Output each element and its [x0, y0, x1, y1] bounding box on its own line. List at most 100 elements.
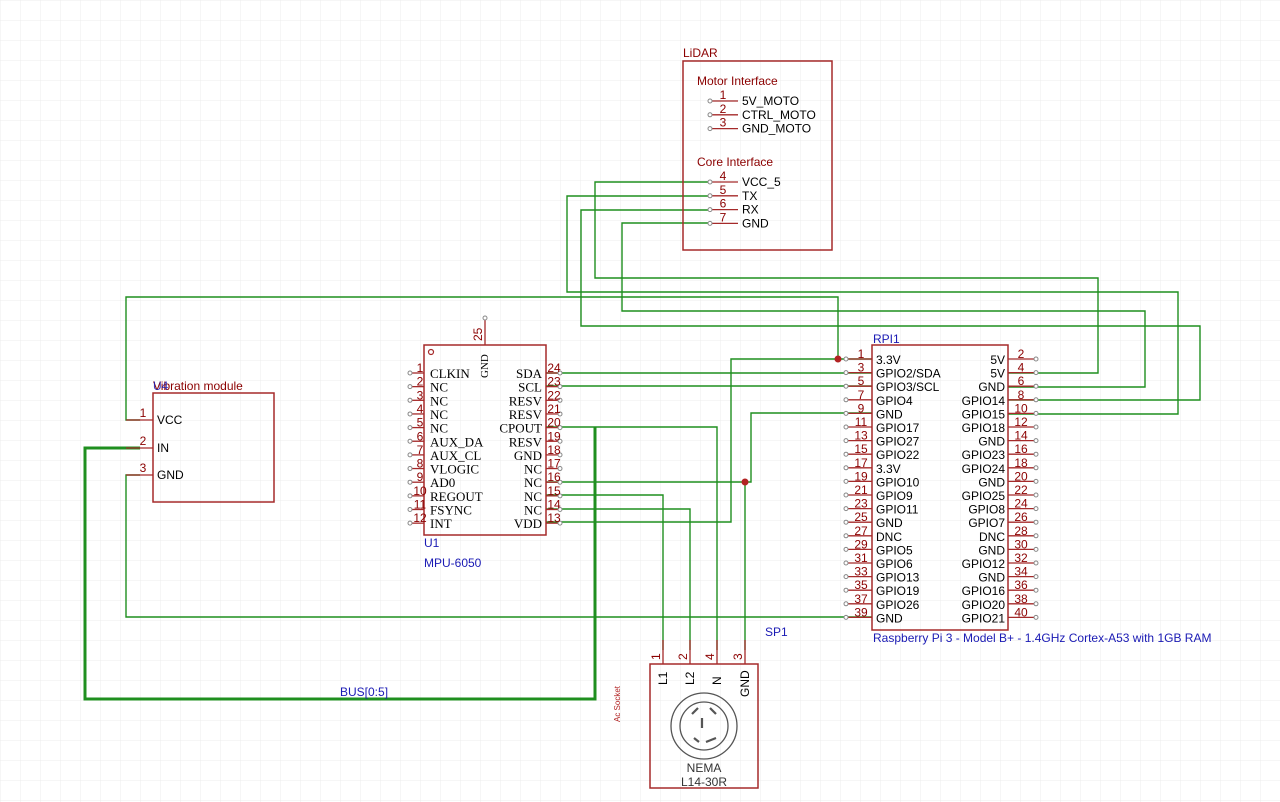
rpi-right-pin-end[interactable]	[1033, 519, 1039, 525]
rpi-left-pin-end[interactable]	[843, 438, 849, 444]
mpu-left-pin-end[interactable]	[407, 425, 413, 431]
mpu-right-pin-name: RESV	[509, 407, 543, 422]
rpi-left-pin-end[interactable]	[843, 424, 849, 430]
mpu-right-pin-end[interactable]	[557, 493, 563, 499]
mpu-right-pin-end[interactable]	[557, 452, 563, 458]
mpu-right-pin-end[interactable]	[557, 397, 563, 403]
lidar-pin-end[interactable]	[707, 179, 713, 185]
mpu-left-pin-name: NC	[430, 380, 448, 395]
rpi-left-pin-number: 5	[858, 374, 865, 388]
mpu-right-pin-end[interactable]	[557, 425, 563, 431]
rpi-left-pin-end[interactable]	[843, 370, 849, 376]
mpu-left-pin-end[interactable]	[407, 411, 413, 417]
rpi-right-pin-end[interactable]	[1033, 383, 1039, 389]
rpi-right-pin-end[interactable]	[1033, 574, 1039, 580]
rpi-left-pin-end[interactable]	[843, 451, 849, 457]
rpi-right-pin-end[interactable]	[1033, 424, 1039, 430]
mpu-left-pin-end[interactable]	[407, 438, 413, 444]
rpi-left-pin-end[interactable]	[843, 587, 849, 593]
rpi-right-pin-end[interactable]	[1033, 438, 1039, 444]
mpu-right-pin-name: RESV	[509, 434, 543, 449]
mpu-left-pin-end[interactable]	[407, 466, 413, 472]
rpi-left-pin-end[interactable]	[843, 601, 849, 607]
mpu-left-pin-end[interactable]	[407, 479, 413, 485]
rpi-left-pin-end[interactable]	[843, 397, 849, 403]
lidar-pin-name: 5V_MOTO	[742, 94, 799, 108]
rpi-right-pin-end[interactable]	[1033, 370, 1039, 376]
rpi-right-pin-end[interactable]	[1033, 356, 1039, 362]
vibration-title: Vibration module	[153, 379, 243, 393]
mpu-right-pin-end[interactable]	[557, 411, 563, 417]
wire-lidar-tx[interactable]	[566, 195, 1179, 415]
mpu-pin25-end	[482, 315, 488, 321]
rpi-right-pin-name: GND	[978, 475, 1005, 489]
wire-vdd[interactable]	[546, 358, 838, 523]
mpu-right-pin-end[interactable]	[557, 370, 563, 376]
lidar-motor-title: Motor Interface	[697, 74, 778, 88]
bus-line[interactable]	[83, 427, 597, 701]
lidar-body	[682, 60, 833, 251]
rpi-right-pin-end[interactable]	[1033, 506, 1039, 512]
rpi-right-pin-end[interactable]	[1033, 465, 1039, 471]
wire-cpout[interactable]	[546, 426, 718, 650]
rpi-right-pin-end[interactable]	[1033, 492, 1039, 498]
mpu-left-pin-end[interactable]	[407, 370, 413, 376]
rpi-left-pin-end[interactable]	[843, 519, 849, 525]
mpu-right-pin-end[interactable]	[557, 520, 563, 526]
wire-lidar-rx[interactable]	[580, 209, 1201, 401]
rpi-right-pin-end[interactable]	[1033, 410, 1039, 416]
mpu-right-pin-end[interactable]	[557, 479, 563, 485]
rpi-component[interactable]: RPI1 Raspberry Pi 3 - Model B+ - 1.4GHz …	[843, 332, 1211, 645]
rpi-right-pin-end[interactable]	[1033, 614, 1039, 620]
mpu-left-pin-end[interactable]	[407, 397, 413, 403]
mpu-right-pin-end[interactable]	[557, 384, 563, 390]
rpi-right-pin-end[interactable]	[1033, 397, 1039, 403]
mpu-right-pin-end[interactable]	[557, 507, 563, 512]
wire-lidar-vcc[interactable]	[594, 181, 1099, 374]
rpi-left-pin-end[interactable]	[843, 465, 849, 471]
lidar-pin-end[interactable]	[707, 98, 713, 104]
rpi-part: Raspberry Pi 3 - Model B+ - 1.4GHz Corte…	[873, 631, 1211, 645]
rpi-left-pin-end[interactable]	[843, 506, 849, 512]
mpu-left-pin-end[interactable]	[407, 520, 413, 526]
mpu-left-pin-end[interactable]	[407, 384, 413, 390]
rpi-left-pin-end[interactable]	[843, 356, 849, 362]
lidar-pin-end[interactable]	[707, 112, 713, 118]
rpi-right-pin-end[interactable]	[1033, 560, 1039, 566]
rpi-right-pin-end[interactable]	[1033, 546, 1039, 552]
rpi-left-pin-end[interactable]	[843, 574, 849, 580]
mpu-right-pin-end[interactable]	[557, 466, 563, 472]
mpu-left-pin-name: FSYNC	[430, 503, 472, 518]
rpi-right-pin-end[interactable]	[1033, 601, 1039, 607]
wire-nc15[interactable]	[546, 494, 664, 650]
lidar-pin-end[interactable]	[707, 220, 713, 226]
rpi-left-pin-end[interactable]	[843, 478, 849, 484]
rpi-left-pin-end[interactable]	[843, 546, 849, 552]
rpi-left-pin-end[interactable]	[843, 492, 849, 498]
mpu-left-pin-end[interactable]	[407, 493, 413, 499]
rpi-right-pin-end[interactable]	[1033, 451, 1039, 457]
lidar-pin-end[interactable]	[707, 207, 713, 213]
rpi-left-pin-end[interactable]	[843, 383, 849, 389]
mpu-left-pin-end[interactable]	[407, 507, 413, 512]
rpi-right-pin-end[interactable]	[1033, 533, 1039, 539]
lidar-pin-end[interactable]	[707, 126, 713, 132]
lidar-pin-name: GND	[742, 216, 769, 230]
wire-rpi-gnd9[interactable]	[744, 412, 872, 650]
mpu-right-pin-end[interactable]	[557, 438, 563, 444]
lidar-pin-end[interactable]	[707, 193, 713, 199]
rpi-left-pin-end[interactable]	[843, 410, 849, 416]
rpi-left-pin-end[interactable]	[843, 560, 849, 566]
rpi-left-pin-end[interactable]	[843, 614, 849, 620]
rpi-right-pin-end[interactable]	[1033, 478, 1039, 484]
rpi-right-pin-end[interactable]	[1033, 587, 1039, 593]
mpu-left-pin-end[interactable]	[407, 452, 413, 458]
rpi-left-pin-end[interactable]	[843, 533, 849, 539]
bus-label: BUS[0:5]	[340, 685, 388, 699]
wire-lidar-gnd[interactable]	[621, 222, 1146, 388]
